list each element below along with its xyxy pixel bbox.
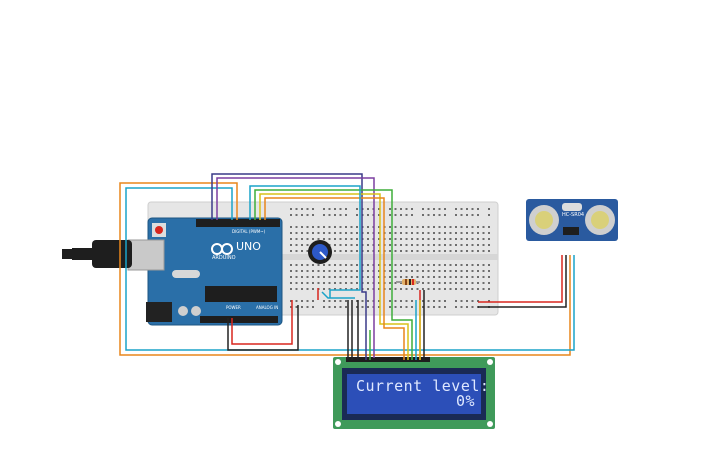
lcd-module[interactable]: [333, 357, 495, 429]
arduino-analog-label: ANALOG IN: [256, 305, 279, 310]
ultrasonic-sensor[interactable]: [526, 199, 618, 241]
wire-orange[interactable]: [119, 182, 571, 356]
arduino-brand-label: ARDUINO: [212, 255, 236, 261]
arduino-uno-board[interactable]: [62, 217, 283, 326]
potentiometer[interactable]: [308, 240, 332, 264]
arduino-power-label: POWER: [226, 305, 241, 310]
arduino-digital-label: DIGITAL (PWM~): [232, 229, 266, 234]
power-jack: [146, 302, 172, 322]
lcd-line-2: 0%: [456, 392, 476, 410]
arduino-logo-icon: [211, 243, 233, 255]
wire-group: [119, 173, 575, 360]
lcd-line-1: Current level:: [356, 377, 490, 395]
usb-connector: [127, 239, 165, 271]
arduino-model-label: UNO: [236, 240, 261, 253]
wire-red[interactable]: [231, 300, 293, 345]
wire-black[interactable]: [227, 305, 299, 351]
resistor[interactable]: [396, 279, 420, 285]
wire-purple[interactable]: [211, 173, 367, 360]
atmega-chip: [205, 286, 277, 302]
wire-cyan[interactable]: [125, 187, 575, 351]
lcd-screen: [347, 374, 481, 414]
wire-yellow[interactable]: [259, 193, 409, 360]
sensor-model-label: HC-SR04: [562, 212, 585, 218]
wire-green[interactable]: [254, 189, 413, 360]
